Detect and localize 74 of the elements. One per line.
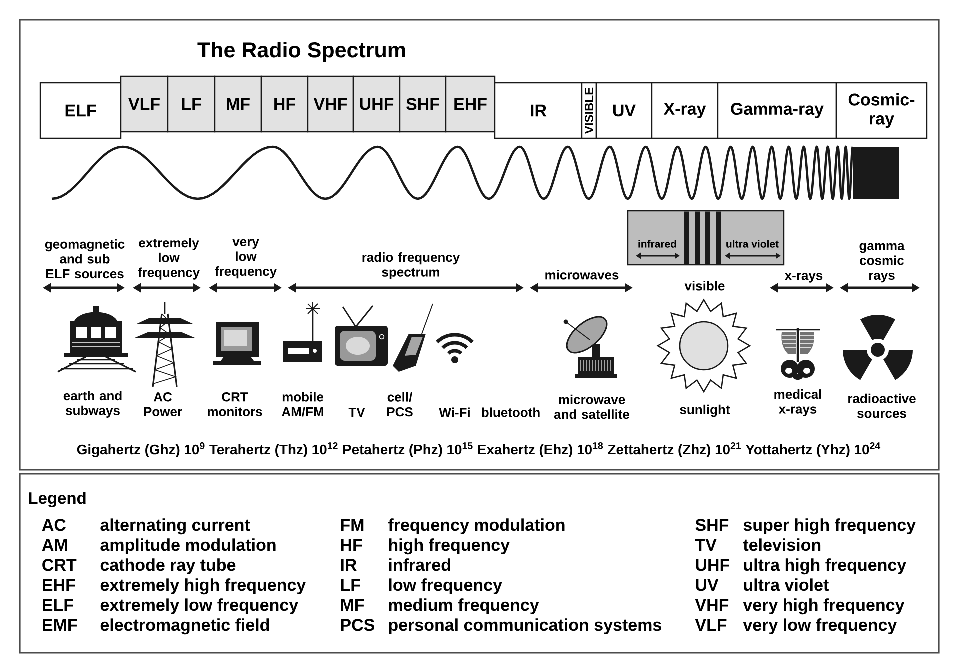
icon-caption: sunlight [680,404,730,418]
frequency-scale: Gigahertz (Ghz) 10$^{9}$ Terahertz (Thz) 10$^{12}$ Petahertz (Phz) 10$^{15}$ Exahertz (Ehz) 10$^{18}$ Zettahertz (Zhz) 10$^{21}$ Yottahertz (Yhz) 10$^{24}$ [77,442,881,458]
definition: super high frequency [744,518,916,535]
icon-caption: radioactive sources [848,394,916,418]
spectrum-band-box: VHF [307,76,354,133]
definition: alternating current [100,518,250,535]
spectrum-band-box: MF [214,76,262,133]
abbreviation: PCS [341,619,374,632]
definition: medium frequency [389,598,540,615]
spectrum-band-box: X-ray [651,82,719,140]
definition: infrared [389,558,450,572]
definition: ultra high frequency [744,558,907,575]
definition: extremely low frequency [100,598,298,615]
spectrum-band-box: ELF [40,82,122,140]
spectrum-band-box: HF [260,76,309,133]
definition: personal communication systems [389,618,662,635]
icon-caption: bluetooth [482,408,540,418]
abbreviation: TV [695,539,717,551]
legend-title: Legend [29,492,86,508]
abbreviation: AM [42,539,68,551]
range-label: gamma cosmic rays [860,243,905,283]
abbreviation: EMF [43,619,78,631]
range-label: geomagnetic and sub ELF sources [45,239,125,279]
abbreviation: VHF [695,599,729,611]
icon-caption: mobile AM/FM [282,392,324,417]
definition: extremely high frequency [100,578,306,595]
range-label: radio frequency spectrum [362,252,460,280]
definition: frequency modulation [388,518,565,535]
icon-caption: TV [348,408,366,417]
icon-caption: CRT monitors [208,392,262,416]
spectrum-band-box: UHF [352,76,401,133]
definition: ultra violet [744,578,829,592]
band-label: ultra violet [726,240,779,248]
icon-caption: earth and subways [64,391,122,418]
abbreviation: SHF [696,519,729,532]
spectrum-band-box: VLF [120,76,169,133]
icon-caption: cell/ PCS [388,392,413,417]
definition: very high frequency [743,598,905,615]
spectrum-band-box: Gamma-ray [717,82,838,140]
definition: television [743,538,821,552]
spectrum-band-box: LF [167,76,216,133]
abbreviation: HF [341,539,362,551]
definition: amplitude modulation [100,538,276,555]
definition: electromagnetic field [100,618,270,635]
spectrum-band-box: SHF [399,76,447,133]
abbreviation: IR [341,559,357,571]
range-label: extremely low frequency [138,238,200,280]
abbreviation: UV [696,579,719,592]
band-label: infrared [638,240,676,248]
definition: high frequency [389,538,510,555]
abbreviation: VLF [695,619,727,631]
range-label: x-rays [784,273,823,283]
abbreviation: AC [42,519,66,532]
abbreviation: FM [341,519,364,531]
title: The Radio Spectrum [198,42,406,62]
spectrum-band-box: EHF [445,76,496,133]
definition: cathode ray tube [100,558,236,575]
range-label: visible [684,281,725,291]
spectrum-band-box: Cosmic- ray [836,82,928,140]
definition: low frequency [389,578,502,595]
range-label: microwaves [546,270,619,280]
definition: very low frequency [743,618,898,635]
icon-caption: microwave and satellite [554,394,630,420]
icon-caption: AC Power [144,392,182,416]
abbreviation: ELF [43,599,74,611]
abbreviation: MF [341,599,364,611]
icon-caption: Wi-Fi [439,408,470,418]
abbreviation: UHF [696,559,730,572]
abbreviation: LF [341,579,360,591]
abbreviation: EHF [43,579,76,591]
abbreviation: CRT [42,559,77,572]
spectrum-band-box: VISIBLE [581,82,598,140]
icon-caption: medical x-rays [774,390,822,416]
range-label: very low frequency [215,239,277,279]
